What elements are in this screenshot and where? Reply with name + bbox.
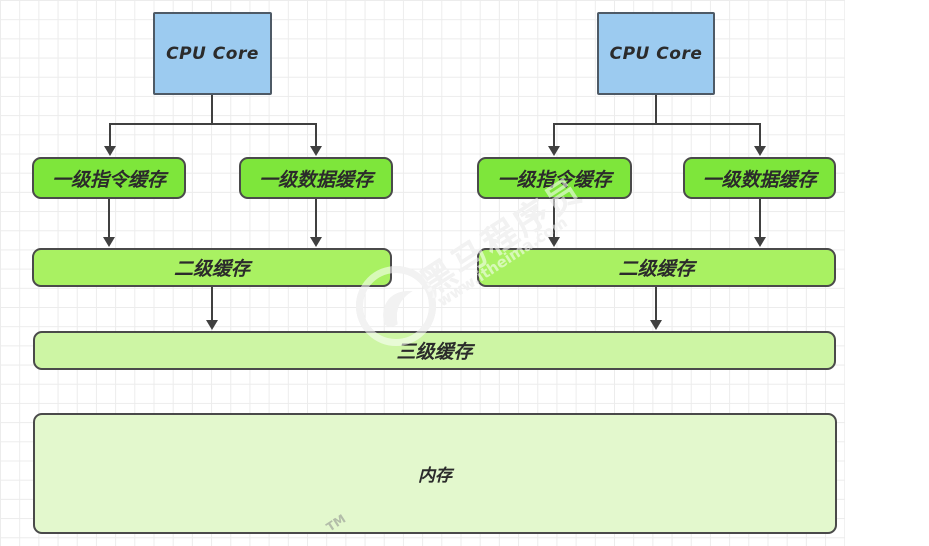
arrow-down-icon bbox=[754, 146, 766, 156]
connector-line bbox=[315, 199, 317, 238]
arrow-down-icon bbox=[310, 146, 322, 156]
arrow-down-icon bbox=[548, 146, 560, 156]
l1-instruction-cache-label: 一级指令缓存 bbox=[497, 168, 612, 191]
connector-line bbox=[759, 199, 761, 238]
l1-data-cache-label: 一级数据缓存 bbox=[258, 168, 373, 191]
connector-line bbox=[109, 123, 111, 147]
l1-instruction-cache-left: 一级指令缓存 bbox=[32, 157, 186, 199]
connector-line bbox=[553, 199, 555, 238]
connector-line bbox=[108, 199, 110, 238]
connector-line bbox=[211, 287, 213, 321]
l2-cache-right: 二级缓存 bbox=[477, 248, 836, 287]
memory-box: 内存 bbox=[33, 413, 837, 534]
l1-data-cache-right: 一级数据缓存 bbox=[683, 157, 836, 199]
cpu-core-box-left: CPU Core bbox=[153, 12, 272, 95]
l1-data-cache-label: 一级数据缓存 bbox=[702, 168, 817, 191]
connector-line bbox=[315, 123, 317, 147]
connector-line bbox=[759, 123, 761, 147]
arrow-down-icon bbox=[310, 237, 322, 247]
arrow-down-icon bbox=[103, 237, 115, 247]
l3-cache: 三级缓存 bbox=[33, 331, 836, 370]
arrow-down-icon bbox=[650, 320, 662, 330]
l1-instruction-cache-label: 一级指令缓存 bbox=[51, 168, 166, 191]
arrow-down-icon bbox=[206, 320, 218, 330]
cpu-core-label-left: CPU Core bbox=[166, 43, 259, 64]
connector-line bbox=[553, 123, 555, 147]
memory-label: 内存 bbox=[418, 466, 452, 486]
connector-line bbox=[655, 287, 657, 321]
connector-line bbox=[553, 123, 761, 125]
connector-line bbox=[109, 123, 317, 125]
arrow-down-icon bbox=[754, 237, 766, 247]
l1-data-cache-left: 一级数据缓存 bbox=[239, 157, 393, 199]
l2-cache-right-label: 二级缓存 bbox=[618, 258, 695, 280]
l2-cache-left-label: 二级缓存 bbox=[173, 258, 250, 280]
arrow-down-icon bbox=[548, 237, 560, 247]
connector-line bbox=[211, 95, 213, 124]
connector-line bbox=[655, 95, 657, 124]
cpu-core-box-right: CPU Core bbox=[597, 12, 715, 95]
cpu-core-label-right: CPU Core bbox=[609, 43, 703, 64]
l1-instruction-cache-right: 一级指令缓存 bbox=[477, 157, 632, 199]
l2-cache-left: 二级缓存 bbox=[32, 248, 392, 287]
arrow-down-icon bbox=[104, 146, 116, 156]
l3-cache-label: 三级缓存 bbox=[396, 341, 473, 363]
